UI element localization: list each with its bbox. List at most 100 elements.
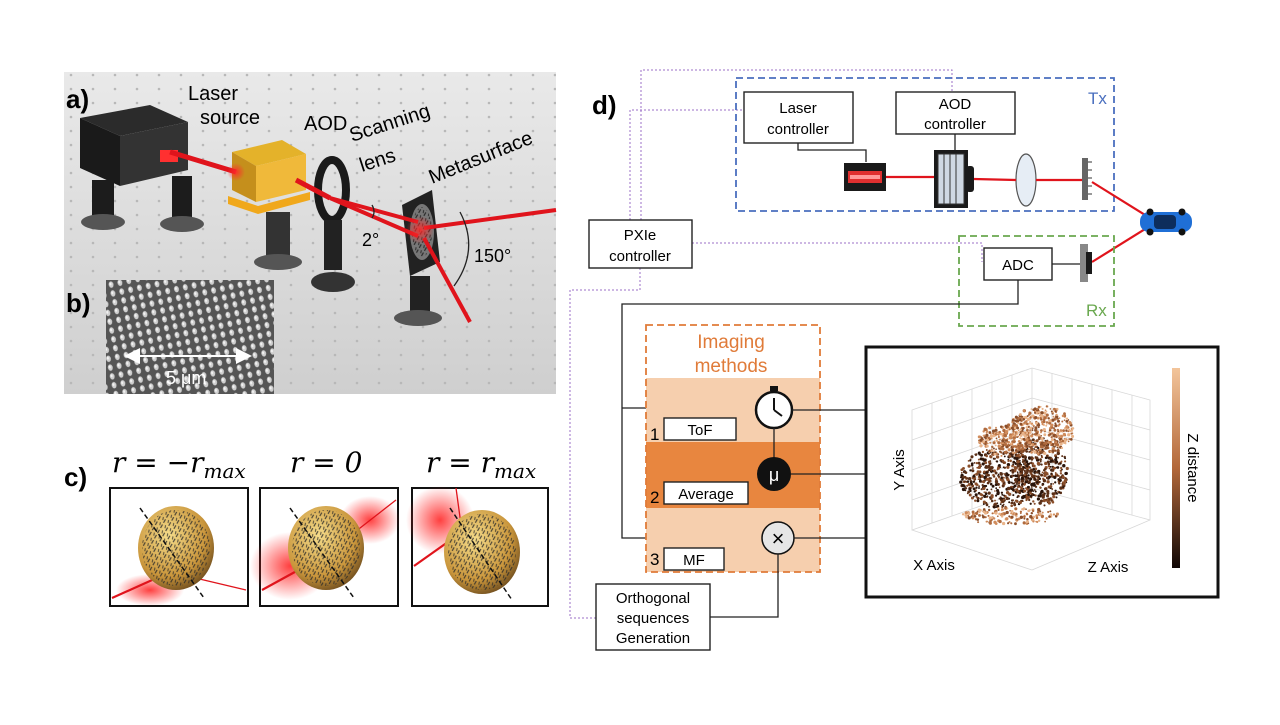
cloud-point xyxy=(1038,448,1042,452)
cloud-point xyxy=(1036,510,1040,514)
average-operator-icon: μ xyxy=(757,457,791,491)
cloud-point xyxy=(1052,495,1056,499)
cloud-point xyxy=(983,442,985,445)
cloud-point xyxy=(1027,474,1030,477)
cloud-point xyxy=(1018,500,1022,505)
cloud-point xyxy=(1068,438,1071,441)
cloud-point xyxy=(1021,447,1025,451)
cloud-point xyxy=(1023,489,1027,493)
cloud-point xyxy=(999,466,1002,469)
cloud-point xyxy=(1020,416,1023,419)
cloud-point xyxy=(1045,405,1048,408)
cloud-point xyxy=(1056,474,1059,477)
cloud-point xyxy=(1029,426,1033,430)
cloud-point xyxy=(1007,440,1010,444)
cloud-point xyxy=(1009,452,1013,455)
cloud-point xyxy=(964,487,968,490)
cloud-point xyxy=(979,438,983,442)
label-aod: AOD xyxy=(304,113,347,135)
cloud-point xyxy=(1001,506,1004,509)
cloud-point xyxy=(1014,467,1017,470)
cloud-point xyxy=(976,518,980,521)
cloud-point xyxy=(1025,508,1027,511)
cloud-point xyxy=(1045,421,1049,424)
cloud-point xyxy=(1064,460,1067,463)
panel-b-sem-image: 5 μm xyxy=(106,280,274,394)
cloud-point xyxy=(1055,441,1058,444)
cloud-point xyxy=(1020,443,1024,448)
label-angle-150: 150° xyxy=(474,246,511,266)
cloud-point xyxy=(1001,433,1004,436)
cloud-point xyxy=(1067,433,1071,437)
cloud-point xyxy=(1017,429,1020,432)
cloud-point xyxy=(1064,442,1067,445)
cloud-point xyxy=(967,516,971,520)
cloud-point xyxy=(1020,479,1024,483)
cloud-point xyxy=(1050,483,1053,485)
panel-d-label: d) xyxy=(592,90,617,120)
cloud-point xyxy=(996,504,1000,508)
cloud-point xyxy=(1022,417,1026,421)
cloud-point xyxy=(1009,469,1012,472)
cloud-point xyxy=(990,449,994,453)
cloud-point xyxy=(1045,476,1049,480)
cloud-point xyxy=(983,427,987,431)
cloud-point xyxy=(1006,507,1009,510)
cloud-point xyxy=(1021,455,1024,458)
rx-region xyxy=(958,235,1115,327)
cloud-point xyxy=(996,482,1000,486)
label-angle-2: 2° xyxy=(362,230,379,250)
cloud-point xyxy=(1032,515,1036,519)
cloud-point xyxy=(1015,520,1018,523)
cloud-point xyxy=(988,469,990,472)
cloud-point xyxy=(1049,510,1052,513)
cloud-point xyxy=(1027,436,1030,439)
cloud-point xyxy=(983,458,987,462)
cloud-point xyxy=(1035,430,1038,433)
cloud-point xyxy=(995,426,997,429)
cloud-point xyxy=(995,437,998,440)
cloud-point xyxy=(969,469,972,472)
cloud-point xyxy=(983,470,986,474)
cloud-point xyxy=(1053,438,1056,441)
cloud-point xyxy=(978,439,980,442)
cloud-point xyxy=(1049,513,1053,516)
cloud-point xyxy=(1044,520,1046,523)
cloud-point xyxy=(1007,480,1011,484)
cloud-point xyxy=(1051,468,1055,472)
cloud-point xyxy=(982,515,985,519)
pxie-text-1: PXIe xyxy=(624,227,657,244)
cloud-point xyxy=(1037,449,1040,452)
cloud-point xyxy=(979,492,983,496)
cloud-point xyxy=(1028,421,1032,425)
cloud-point xyxy=(986,496,988,499)
cloud-point xyxy=(1005,441,1008,444)
cloud-point xyxy=(986,488,989,491)
cloud-point xyxy=(1043,504,1046,507)
cloud-point xyxy=(973,487,976,491)
cloud-point xyxy=(975,461,978,465)
cloud-point xyxy=(982,486,986,491)
panel-c-title-2: r = 0 xyxy=(290,446,362,479)
cloud-point xyxy=(1038,512,1042,516)
cloud-point xyxy=(963,485,966,488)
cloud-point xyxy=(972,480,976,483)
cloud-point xyxy=(999,446,1004,451)
cloud-point xyxy=(1009,459,1012,463)
cloud-point xyxy=(1054,514,1058,518)
cloud-point xyxy=(1010,522,1013,525)
cloud-point xyxy=(988,505,990,508)
cloud-point xyxy=(1003,499,1006,502)
cloud-point xyxy=(1022,461,1024,463)
cloud-point xyxy=(1035,421,1038,425)
cloud-point xyxy=(991,512,994,515)
cloud-point xyxy=(989,480,992,483)
cloud-point xyxy=(1039,405,1042,408)
tx-region xyxy=(735,77,1115,212)
cloud-point xyxy=(977,508,981,512)
cloud-point xyxy=(1043,411,1047,415)
cloud-point xyxy=(993,503,997,507)
cloud-point xyxy=(1052,411,1055,414)
cloud-point xyxy=(1019,430,1022,433)
cloud-point xyxy=(986,442,989,445)
